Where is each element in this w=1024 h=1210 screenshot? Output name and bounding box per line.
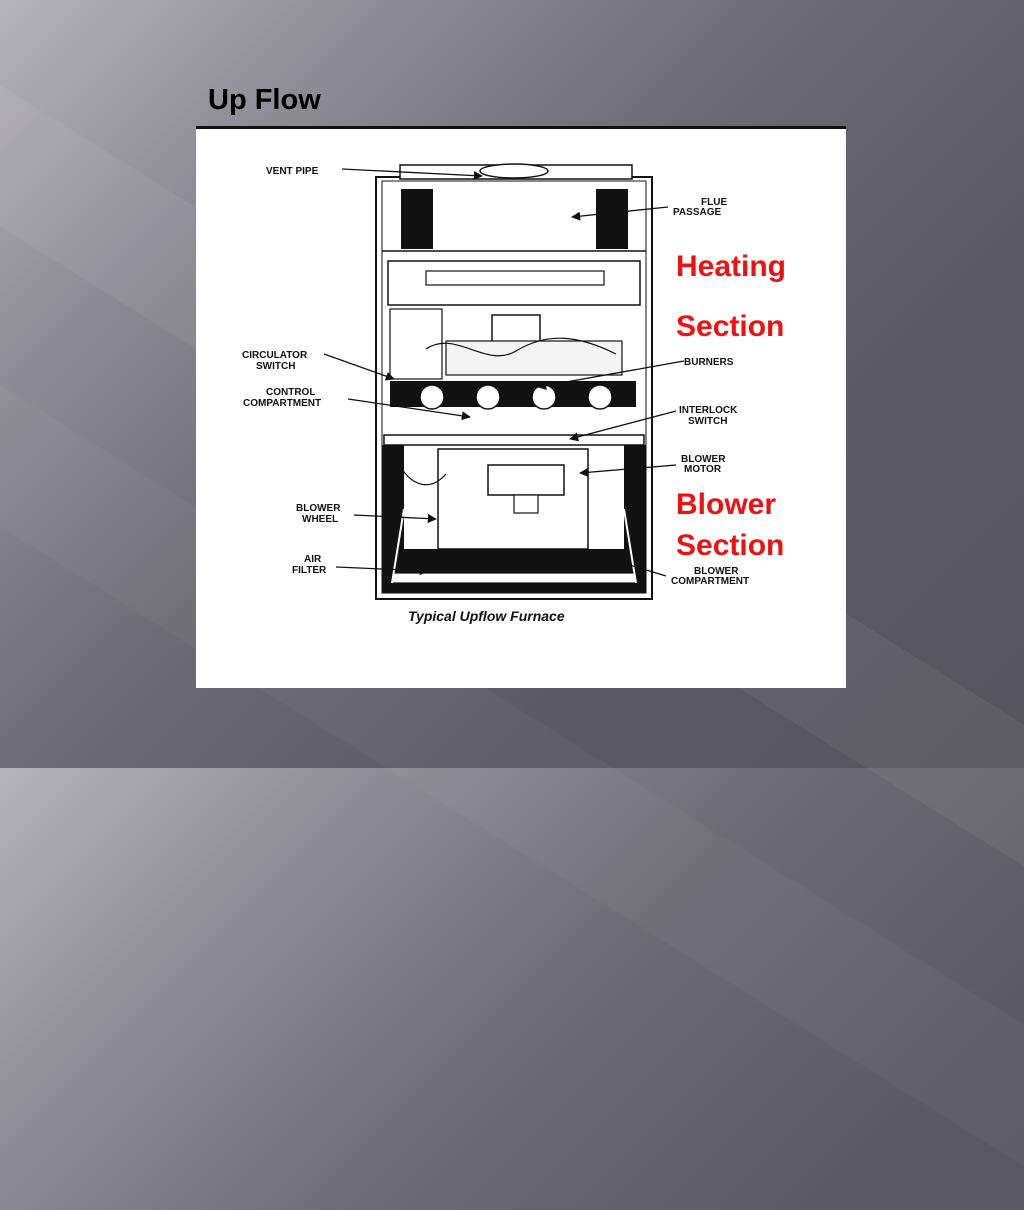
blower-compartment-base <box>404 549 624 593</box>
heating-section-label-1: Heating <box>676 250 787 283</box>
label-control-compartment-1: CONTROL <box>266 387 315 398</box>
blower-shelf <box>383 434 645 446</box>
blower-wall-left <box>382 445 404 593</box>
blower-section-label-2: Section <box>676 529 785 562</box>
heating-section-label-2: Section <box>676 310 785 343</box>
furnace-diagram: VENT PIPE FLUE PASSAGE CIRCULATOR SWITCH… <box>242 163 749 624</box>
wiring <box>425 337 617 357</box>
label-blower-motor-1: BLOWER <box>681 454 726 465</box>
burner-2 <box>475 384 501 410</box>
burner-4 <box>587 384 613 410</box>
slide-title: Up Flow <box>208 84 321 116</box>
motor-mount <box>513 494 539 514</box>
label-vent-pipe: VENT PIPE <box>266 166 319 177</box>
label-control-compartment-2: COMPARTMENT <box>243 398 321 409</box>
label-air-filter-1: AIR <box>304 554 322 565</box>
heat-exchanger-slot <box>425 270 605 286</box>
label-blower-compartment-1: BLOWER <box>694 566 739 577</box>
vent-pipe-collar <box>479 163 549 179</box>
blower-wall-right <box>624 445 646 593</box>
filter-rail-right <box>623 508 637 584</box>
motor-wire <box>395 458 447 486</box>
label-blower-motor-2: MOTOR <box>684 464 722 475</box>
label-flue-passage-2: PASSAGE <box>673 207 721 218</box>
label-circulator-switch-2: SWITCH <box>256 361 295 372</box>
callout-lines <box>323 168 685 577</box>
diagram-caption: Typical Upflow Furnace <box>408 608 565 624</box>
label-interlock-switch-1: INTERLOCK <box>679 405 738 416</box>
flue-block-right <box>596 189 628 249</box>
label-blower-wheel-2: WHEEL <box>302 514 338 525</box>
blower-motor-body <box>487 464 565 496</box>
diagram-panel: VENT PIPE FLUE PASSAGE CIRCULATOR SWITCH… <box>196 126 846 688</box>
label-flue-passage-1: FLUE <box>701 197 727 208</box>
air-filter-frame <box>391 572 637 584</box>
blower-housing <box>437 448 589 550</box>
control-box <box>389 308 443 380</box>
label-blower-wheel-1: BLOWER <box>296 503 341 514</box>
label-blower-compartment-2: COMPARTMENT <box>671 576 749 587</box>
flue-block-left <box>401 189 433 249</box>
manifold <box>445 340 623 376</box>
burner-1 <box>419 384 445 410</box>
label-air-filter-2: FILTER <box>292 565 327 576</box>
label-circulator-switch-1: CIRCULATOR <box>242 350 308 361</box>
label-burners: BURNERS <box>684 357 734 368</box>
label-interlock-switch-2: SWITCH <box>688 416 727 427</box>
blower-section-label-1: Blower <box>676 488 777 521</box>
burner-3 <box>531 384 557 410</box>
filter-rail-left <box>391 508 405 584</box>
